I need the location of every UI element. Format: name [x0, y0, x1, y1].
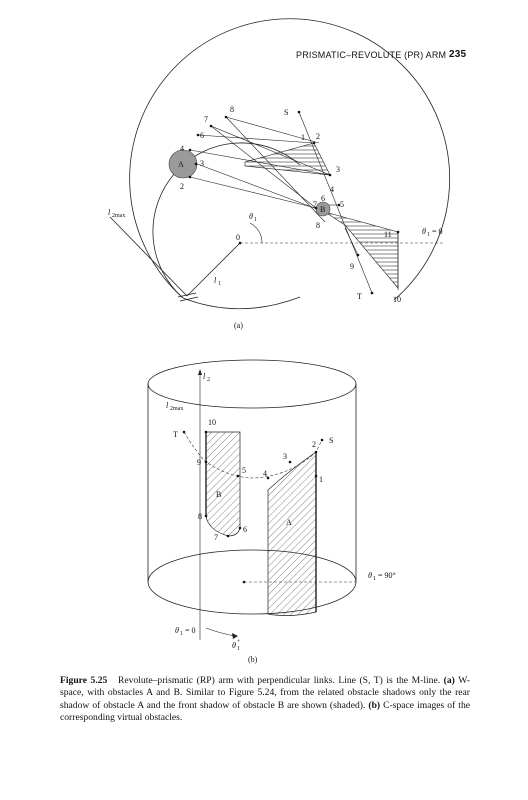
label-B-a: B — [320, 205, 325, 214]
point-3-b: 3 — [283, 452, 287, 461]
caption-label-b: (b) — [368, 699, 381, 711]
point-3b-a: 3 — [336, 165, 340, 174]
outer-circle-a — [129, 18, 451, 301]
caption-text-2: W-space, with obstacles A and B. Similar… — [60, 675, 470, 711]
point-4-b: 4 — [263, 469, 267, 478]
tangent-rays-a — [189, 111, 399, 294]
label-A-a: A — [178, 160, 184, 169]
point-6-a: 6 — [200, 131, 204, 140]
point-4-a: 4 — [180, 144, 184, 153]
theta-plus-arrow — [205, 627, 237, 637]
panel-label-a: (a) — [234, 321, 243, 330]
label-theta1-a: θ — [249, 212, 253, 221]
shadow-b — [324, 211, 399, 289]
origin-b — [242, 580, 246, 584]
label-theta-zero-eq-a: = 0 — [432, 227, 443, 236]
label-l2max-sub-a: 2max — [112, 213, 125, 219]
label-theta-plus-sup-b: + — [237, 639, 241, 645]
label-l1-a: l — [214, 276, 217, 285]
label-l2-sub-b: 2 — [207, 377, 210, 383]
end-mark-a-2 — [179, 296, 199, 302]
label-theta-zero-b: θ — [175, 626, 179, 635]
point-4b-a: 4 — [330, 185, 334, 194]
point-11-a: 11 — [384, 230, 392, 239]
point-10-a: 10 — [393, 295, 401, 304]
point-7-b: 7 — [214, 533, 218, 542]
label-l2max-sub-b: 2max — [170, 406, 183, 412]
theta-plus-arrowhead — [232, 633, 238, 639]
point-1-b: 1 — [319, 475, 323, 484]
label-B-b: B — [216, 490, 221, 499]
point-3-a: 3 — [200, 159, 204, 168]
label-T-b: T — [173, 430, 178, 439]
label-l2max-a: l — [108, 208, 111, 217]
cylinder-top — [147, 359, 357, 409]
label-origin-a: 0 — [236, 233, 240, 242]
page-number: 235 — [449, 49, 467, 60]
figure-b: l 2 l 2max T S B A 10 9 5 4 3 2 1 8 6 7 … — [147, 359, 396, 664]
c-obstacle-b — [205, 431, 241, 537]
caption-text-1: Revolute–prismatic (RP) arm with perpend… — [118, 675, 441, 686]
point-6-b: 6 — [243, 525, 247, 534]
label-A-b: A — [286, 518, 292, 527]
panel-label-b: (b) — [248, 655, 258, 664]
point-8b-a: 8 — [316, 221, 320, 230]
m-line-b — [183, 431, 323, 479]
label-theta-plus-b: θ — [232, 641, 236, 650]
label-theta-plus-sub-b: 1 — [237, 646, 240, 652]
caption-label-a: (a) — [443, 675, 455, 686]
point-5-a: 5 — [340, 200, 344, 209]
caption-text-3: C-space images of the corresponding virt… — [60, 699, 471, 724]
point-8-b: 8 — [198, 512, 202, 521]
point-9-a: 9 — [350, 262, 354, 271]
label-theta-zero-eq-b: = 0 — [185, 626, 196, 635]
label-theta-zero-a: θ — [422, 227, 426, 236]
label-T-a: T — [357, 292, 362, 301]
figure-caption: Figure 5.25 Revolute–prismatic (RP) arm … — [60, 675, 470, 725]
caption-figure-label: Figure 5.25 — [60, 675, 108, 686]
label-theta90-b: θ — [368, 571, 372, 580]
point-9-b: 9 — [197, 458, 201, 467]
label-S-a: S — [284, 108, 288, 117]
l2-axis-arrow — [198, 369, 202, 375]
points-b — [182, 430, 324, 538]
label-theta-zero-sub-b: 1 — [180, 631, 183, 637]
link-l2max-a — [109, 216, 188, 297]
end-mark-a — [177, 292, 197, 298]
label-l1-sub-a: 1 — [218, 281, 221, 287]
point-2-a: 2 — [180, 182, 184, 191]
label-S-b: S — [329, 436, 333, 445]
label-theta1-sub-a: 1 — [254, 217, 257, 223]
point-10-b: 10 — [208, 418, 216, 427]
point-8-a: 8 — [230, 105, 234, 114]
c-obstacle-a — [267, 451, 317, 616]
label-l2-b: l — [203, 372, 206, 381]
point-7-a: 7 — [204, 115, 208, 124]
running-title: PRISMATIC–REVOLUTE (PR) ARM — [296, 50, 447, 60]
point-5-b: 5 — [242, 466, 246, 475]
shadow-a — [244, 142, 331, 176]
point-2b-a: 2 — [316, 132, 320, 141]
inner-circle-a-lower — [182, 296, 301, 310]
label-theta90-sub-b: 1 — [373, 576, 376, 582]
link-l1-a — [186, 242, 241, 297]
point-7b-a: 7 — [313, 200, 317, 209]
points-a — [188, 110, 400, 295]
label-theta90-eq-b: = 90° — [378, 571, 396, 580]
label-theta-zero-sub-a: 1 — [427, 232, 430, 238]
point-1-a: 1 — [301, 133, 305, 142]
theta1-arc-a — [249, 222, 263, 244]
figure-a: S T A B 0 8 7 6 4 3 2 1 2 3 4 6 7 5 8 11… — [108, 18, 451, 330]
label-l2max-b: l — [166, 401, 169, 410]
point-2-b: 2 — [312, 440, 316, 449]
point-6b-a: 6 — [321, 194, 325, 203]
